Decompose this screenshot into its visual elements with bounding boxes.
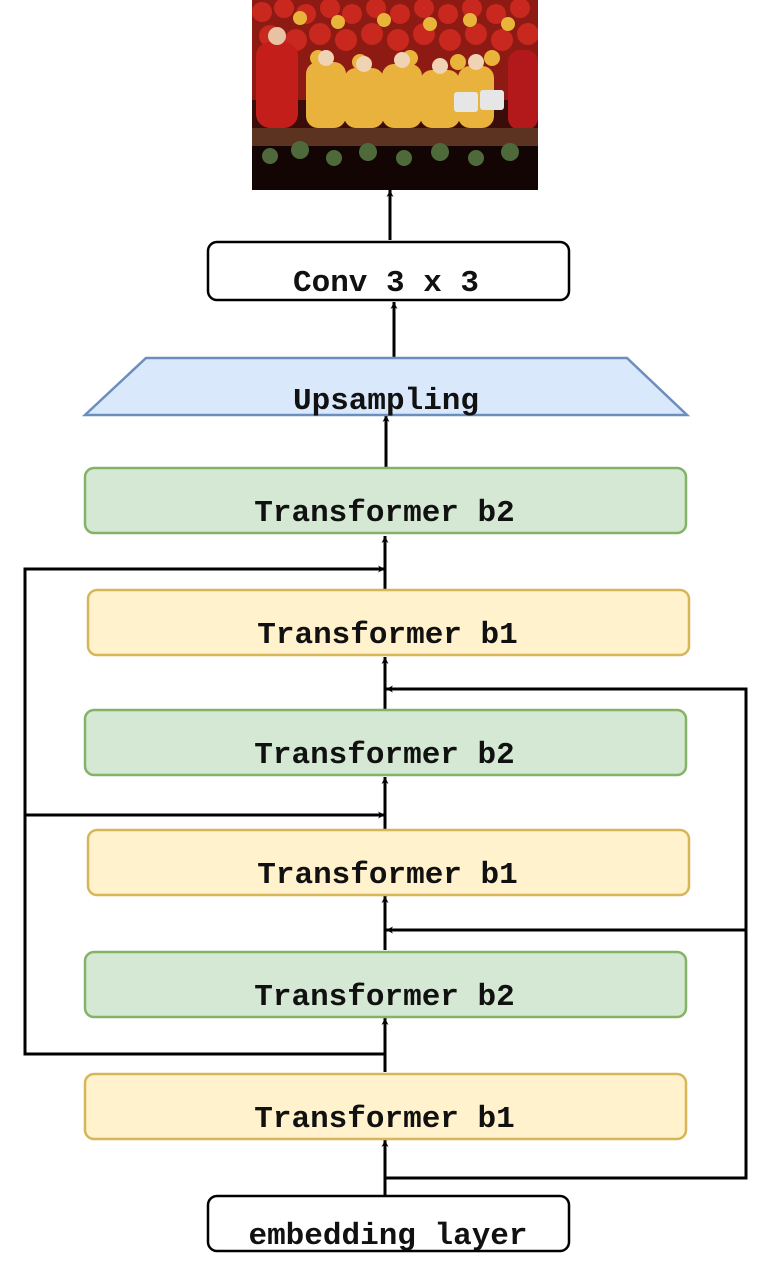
transformer-b1-block: Transformer b1 — [86, 828, 691, 897]
upsampling-label: Upsampling — [293, 384, 479, 419]
embedding-label: embedding layer — [248, 1219, 527, 1254]
upsampling-block: Upsampling — [81, 356, 691, 419]
transformer-b1-label: Transformer b1 — [254, 1102, 514, 1137]
transformer-b1-label: Transformer b1 — [257, 858, 517, 893]
conv-block: Conv 3 x 3 — [206, 240, 571, 302]
transformer-b2-block: Transformer b2 — [83, 950, 688, 1019]
output-image — [252, 0, 538, 190]
connectors — [23, 190, 748, 1196]
transformer-b1-block: Transformer b1 — [83, 1072, 688, 1141]
skip-left — [23, 565, 385, 1056]
transformer-b2-label: Transformer b2 — [254, 980, 514, 1015]
transformer-b2-block: Transformer b2 — [83, 708, 688, 777]
conv-label: Conv 3 x 3 — [293, 266, 479, 301]
embedding-block: embedding layer — [206, 1194, 571, 1254]
transformer-b1-label: Transformer b1 — [257, 618, 517, 653]
transformer-b2-label: Transformer b2 — [254, 738, 514, 773]
transformer-b2-block: Transformer b2 — [83, 466, 688, 535]
transformer-b2-label: Transformer b2 — [254, 496, 514, 531]
skip-right — [385, 685, 748, 1180]
transformer-b1-block: Transformer b1 — [86, 588, 691, 657]
transformer-stack: Transformer b2 Transformer b1 Transformer … — [83, 466, 691, 1141]
